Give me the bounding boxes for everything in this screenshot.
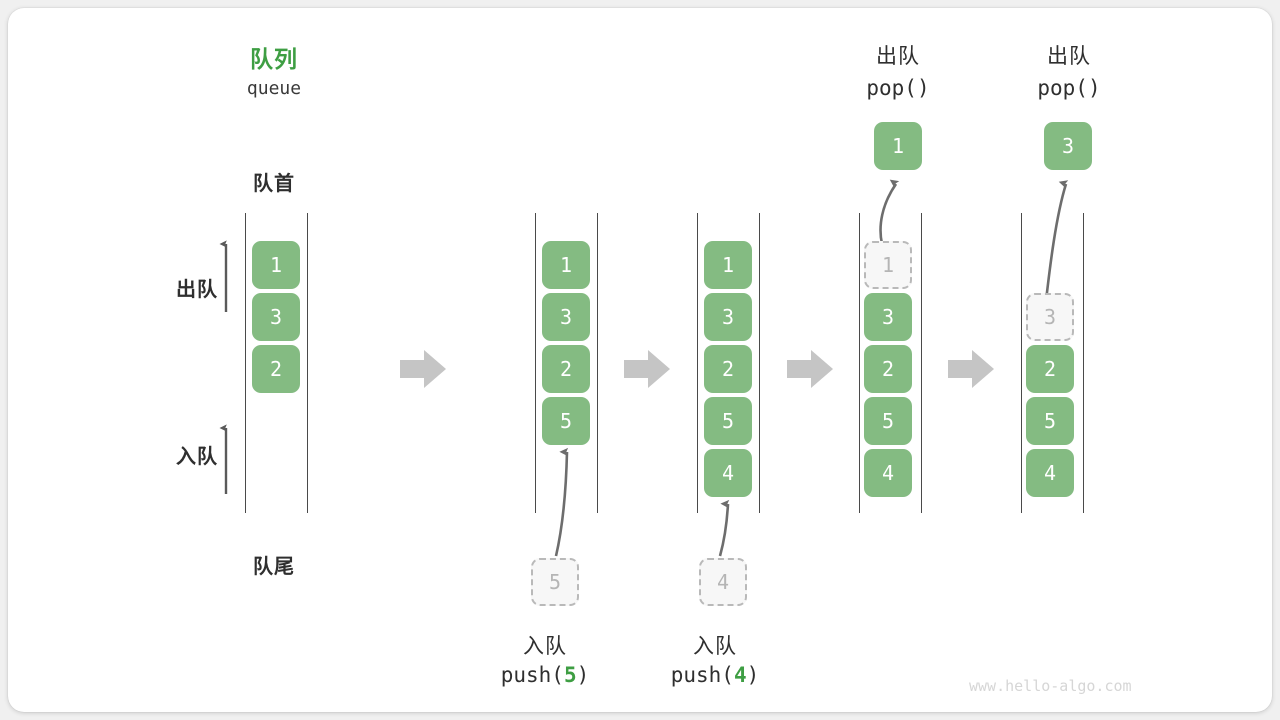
queue-rail-right xyxy=(921,213,922,513)
queue-cell: 4 xyxy=(864,449,912,497)
push-arrow-icon xyxy=(718,499,730,557)
pop-3-header-cn: 出队 xyxy=(1047,45,1091,68)
rear-label: 队尾 xyxy=(253,556,295,578)
pop-1-header-code: pop() xyxy=(828,76,968,100)
queue-cell: 5 xyxy=(1026,397,1074,445)
queue-rail-left xyxy=(697,213,698,513)
queue-cell: 1 xyxy=(542,241,590,289)
incoming-element-ghost: 5 xyxy=(531,558,579,606)
queue-cell: 5 xyxy=(704,397,752,445)
watermark: www.hello-algo.com xyxy=(969,677,1132,695)
dequeue-direction-arrow-icon xyxy=(219,240,228,312)
transition-arrow-icon xyxy=(787,350,833,388)
queue-column-initial: 1 3 2 xyxy=(252,241,300,393)
queue-cell: 3 xyxy=(252,293,300,341)
queue-cell: 5 xyxy=(864,397,912,445)
queue-rail-left xyxy=(535,213,536,513)
queue-column-push-5: 1 3 2 5 xyxy=(542,241,590,445)
pop-3-code-prefix: pop( xyxy=(1037,76,1088,100)
pop-1-header-cn: 出队 xyxy=(876,45,920,68)
queue-rail-right xyxy=(597,213,598,513)
queue-cell-removed: 3 xyxy=(1026,293,1074,341)
queue-column-push-4: 1 3 2 5 4 xyxy=(704,241,752,497)
queue-cell: 2 xyxy=(864,345,912,393)
diagram-card: 队列 queue 队首 队尾 出队 入队 1 3 2 xyxy=(8,8,1272,712)
queue-cell: 2 xyxy=(1026,345,1074,393)
queue-cell-removed: 1 xyxy=(864,241,912,289)
transition-arrow-icon xyxy=(400,350,446,388)
queue-rail-left xyxy=(859,213,860,513)
pop-1-code-prefix: pop( xyxy=(866,76,917,100)
transition-arrow-icon xyxy=(624,350,670,388)
pop-arrow-icon xyxy=(879,179,900,245)
queue-column-pop-3: 3 2 5 4 xyxy=(1026,293,1074,497)
queue-cell: 2 xyxy=(704,345,752,393)
queue-rail-left xyxy=(245,213,246,513)
push-5-code-arg: 5 xyxy=(563,663,577,687)
front-label: 队首 xyxy=(253,173,295,195)
dequeue-direction-label: 出队 xyxy=(176,279,218,301)
push-5-code-suffix: ) xyxy=(576,663,590,687)
push-4-code-arg: 4 xyxy=(733,663,747,687)
push-5-caption-code: push(5) xyxy=(475,663,615,687)
push-4-caption-cn: 入队 xyxy=(693,635,737,658)
queue-cell: 2 xyxy=(252,345,300,393)
push-4-code-prefix: push( xyxy=(670,663,734,687)
queue-rail-right xyxy=(307,213,308,513)
queue-cell: 3 xyxy=(704,293,752,341)
queue-cell: 2 xyxy=(542,345,590,393)
popped-element: 3 xyxy=(1044,122,1092,170)
incoming-element-ghost: 4 xyxy=(699,558,747,606)
queue-cell: 4 xyxy=(1026,449,1074,497)
queue-cell: 3 xyxy=(864,293,912,341)
push-4-caption-code: push(4) xyxy=(645,663,785,687)
pop-3-header-code: pop() xyxy=(999,76,1139,100)
queue-cell-new: 4 xyxy=(704,449,752,497)
transition-arrow-icon xyxy=(948,350,994,388)
queue-rail-right xyxy=(759,213,760,513)
diagram-title-cn: 队列 xyxy=(250,46,298,72)
push-5-code-prefix: push( xyxy=(500,663,564,687)
queue-cell: 1 xyxy=(252,241,300,289)
queue-cell: 1 xyxy=(704,241,752,289)
diagram-title-en: queue xyxy=(246,78,302,99)
popped-element: 1 xyxy=(874,122,922,170)
pop-1-code-suffix: ) xyxy=(916,76,930,100)
push-arrow-icon xyxy=(554,447,569,557)
enqueue-direction-arrow-icon xyxy=(219,424,228,494)
pop-arrow-icon xyxy=(1044,180,1069,302)
push-5-caption-cn: 入队 xyxy=(523,635,567,658)
queue-rail-right xyxy=(1083,213,1084,513)
queue-rail-left xyxy=(1021,213,1022,513)
queue-cell-new: 5 xyxy=(542,397,590,445)
queue-cell: 3 xyxy=(542,293,590,341)
push-4-code-suffix: ) xyxy=(746,663,760,687)
queue-column-pop-1: 1 3 2 5 4 xyxy=(864,241,912,497)
pop-3-code-suffix: ) xyxy=(1087,76,1101,100)
enqueue-direction-label: 入队 xyxy=(176,446,218,468)
